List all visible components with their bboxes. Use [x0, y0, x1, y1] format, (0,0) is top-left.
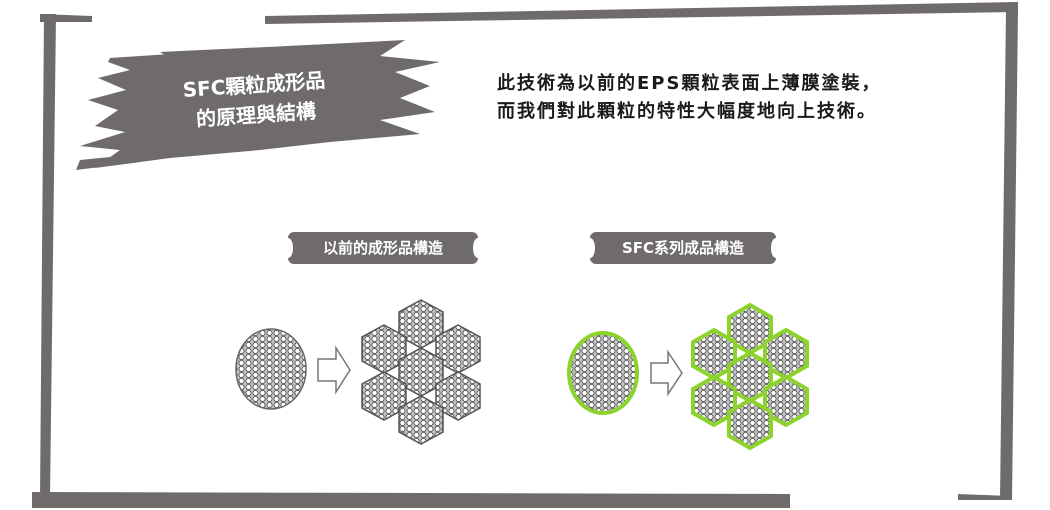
old-hex-cluster [361, 299, 481, 445]
label-sfc-structure: SFC系列成品構造 [585, 232, 781, 264]
sfc-bead-circle [567, 331, 639, 415]
frame-right [1000, 10, 1018, 500]
sfc-hex-lower-right [763, 374, 809, 428]
brush-stroke [76, 40, 440, 170]
description-line-2: 而我們對此顆粒的特性大幅度地向上技術。 [497, 101, 877, 122]
frame-top [265, 2, 1018, 24]
old-hex-lower-left [361, 371, 407, 421]
frame-bottom [32, 492, 790, 508]
label-old-structure: 以前的成形品構造 [283, 232, 483, 264]
old-arrow-icon [317, 345, 351, 395]
old-bead-circle [235, 328, 307, 410]
old-hex-bottom [398, 395, 444, 445]
sfc-hex-cluster [691, 302, 809, 451]
description: 此技術為以前的EPS顆粒表面上薄膜塗裝， 而我們對此顆粒的特性大幅度地向上技術。 [497, 70, 1017, 126]
old-hex-lower-right [435, 371, 481, 421]
sfc-hex-bottom [727, 397, 773, 451]
frame-left [40, 14, 56, 498]
sfc-hex-lower-left [691, 374, 737, 428]
sfc-arrow-icon [650, 349, 683, 397]
frame-bottom-right [958, 494, 1010, 500]
description-line-1: 此技術為以前的EPS顆粒表面上薄膜塗裝， [497, 73, 882, 94]
